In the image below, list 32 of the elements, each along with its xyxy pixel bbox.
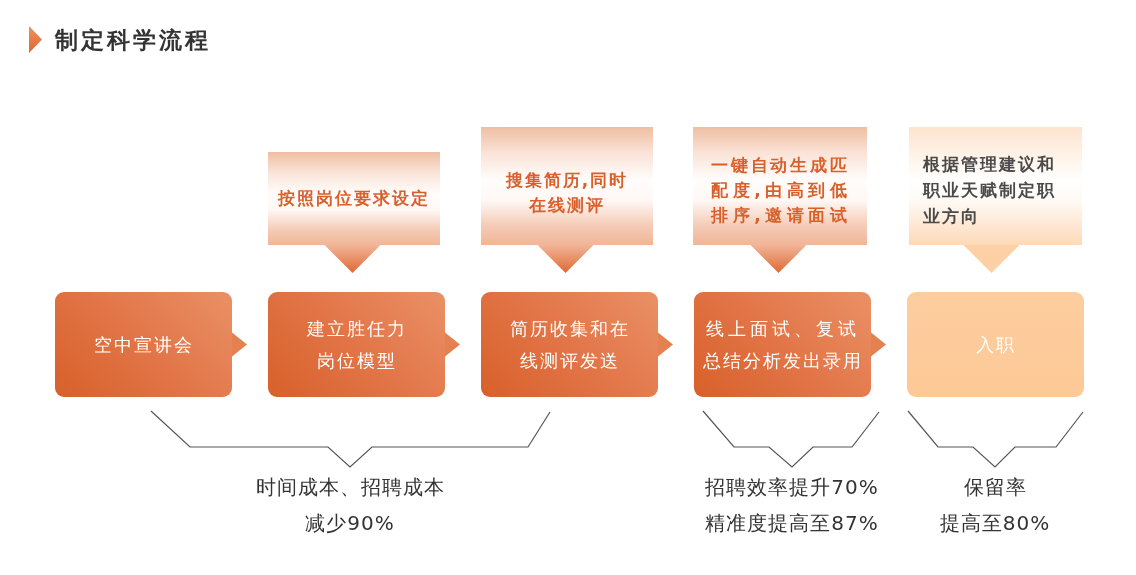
step-text: 简历收集和在线测评发送 — [508, 316, 631, 373]
result-text: 时间成本、招聘成本 — [255, 474, 445, 501]
callout-pointer — [537, 245, 594, 273]
step-text: 建立胜任力岗位模型 — [305, 316, 408, 373]
title: 制定科学流程 — [55, 26, 211, 55]
flow-arrow — [871, 332, 886, 357]
process-box — [694, 292, 871, 397]
process-box — [268, 292, 445, 397]
flow-arrow — [658, 332, 673, 357]
callout-pointer — [963, 245, 1020, 273]
callout-box — [693, 127, 867, 245]
callout-box — [909, 127, 1082, 245]
callout-text: 根据管理建议和职业天赋制定职业方向 — [923, 153, 1057, 228]
callout-text: 一键自动生成匹配度,由高到低排序,邀请面试 — [711, 153, 849, 227]
result-text: 保留率 — [963, 474, 1027, 501]
step-text: 线上面试、复试总结分析发出录用 — [701, 316, 864, 373]
result-text: 精准度提高至87% — [705, 510, 879, 537]
callout-text: 搜集简历,同时在线测评 — [504, 169, 630, 217]
callout-text: 按照岗位要求设定 — [278, 187, 430, 210]
result-text: 减少90% — [305, 510, 395, 537]
callout-pointer — [750, 245, 807, 273]
process-box — [907, 292, 1084, 397]
step-text: 空中宣讲会 — [93, 332, 194, 357]
process-box — [481, 292, 658, 397]
flow-arrow — [445, 332, 460, 357]
callout-box — [481, 127, 653, 245]
step-text: 入职 — [975, 332, 1016, 357]
flow-arrow — [232, 332, 247, 357]
process-box — [55, 292, 232, 397]
result-text: 提高至80% — [939, 510, 1051, 537]
callout-pointer — [324, 245, 381, 273]
result-text: 招聘效率提升70% — [705, 474, 879, 501]
